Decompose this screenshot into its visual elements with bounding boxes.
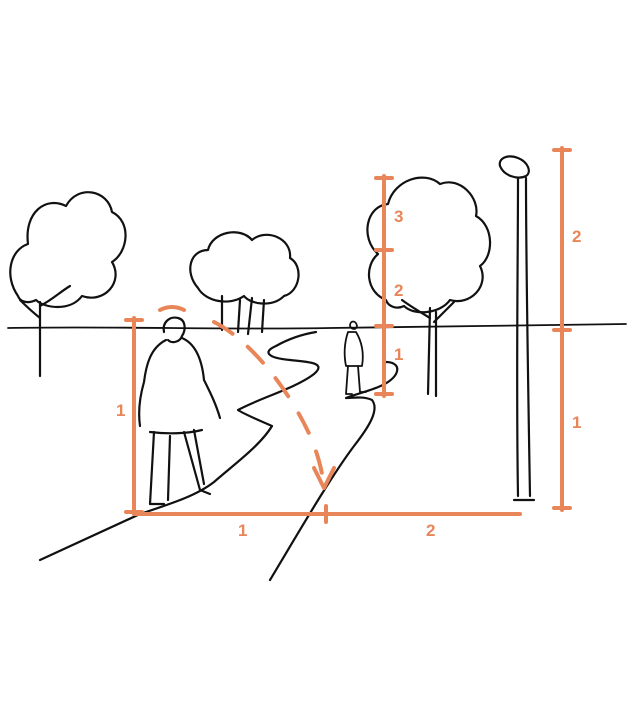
label-ground-left: 1 [238,521,247,540]
walking-person [138,316,222,506]
label-lamp-upper: 2 [572,227,581,246]
distant-person [343,320,367,395]
label-tree-mid: 2 [394,281,403,300]
label-tree-low: 1 [394,345,403,364]
background-trees [189,231,300,336]
label-person-height: 1 [116,401,125,420]
left-tree [9,191,127,378]
right-tree [366,176,492,398]
label-tree-top: 3 [394,207,403,226]
measurement-overlay [124,146,572,524]
winding-path [38,330,399,582]
horizon-line [7,323,627,330]
label-ground-right: 2 [426,521,435,540]
street-lamp [498,155,536,502]
label-lamp-lower: 1 [572,413,581,432]
